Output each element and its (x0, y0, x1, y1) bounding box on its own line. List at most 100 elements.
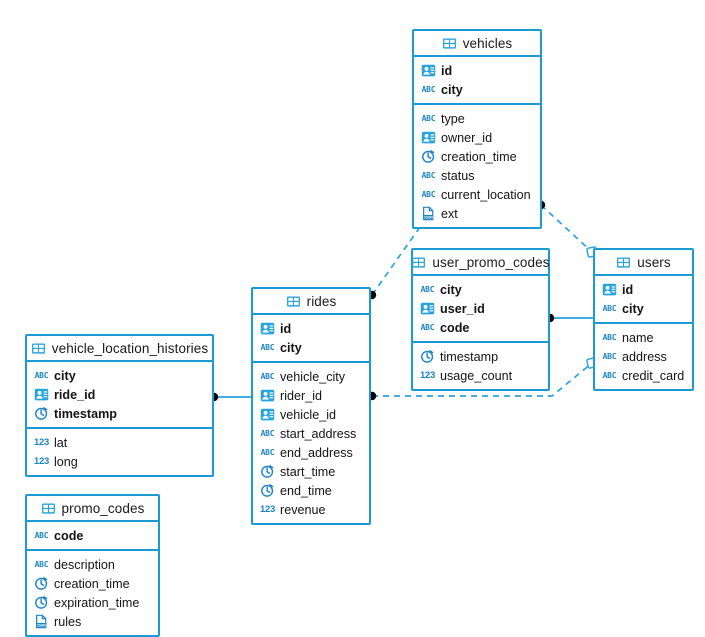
field-name: rider_id (280, 388, 322, 403)
field-name: city (622, 301, 644, 316)
primary-key-field[interactable]: id (595, 280, 692, 299)
entity-header-vehicles[interactable]: vehicles (414, 31, 540, 57)
field-name: credit_card (622, 368, 685, 383)
entity-header-user_promo_codes[interactable]: user_promo_codes (412, 250, 550, 276)
abc-text-icon: ABC (421, 190, 436, 199)
table-grid-icon (616, 255, 631, 270)
entity-title: vehicles (462, 35, 513, 51)
table-grid-icon (31, 341, 46, 356)
relationship-vehicle_location_histories-rides[interactable] (209, 392, 251, 402)
field-name: id (622, 282, 634, 297)
key-id-icon (421, 130, 436, 145)
entity-header-rides[interactable]: rides (253, 289, 369, 315)
abc-text-icon: ABC (260, 372, 275, 381)
field-name: timestamp (54, 406, 117, 421)
abc-text-icon: ABC (260, 343, 275, 352)
field-name: usage_count (440, 368, 513, 383)
column-field[interactable]: rider_id (253, 386, 369, 405)
field-name: name (622, 330, 654, 345)
entity-header-promo_codes[interactable]: promo_codes (27, 496, 158, 522)
abc-text-icon: ABC (420, 285, 435, 294)
entity-title: user_promo_codes (432, 254, 550, 270)
table-grid-icon (286, 294, 301, 309)
column-field[interactable]: creation_time (27, 574, 158, 593)
column-field[interactable]: end_time (253, 481, 369, 500)
primary-key-field[interactable]: timestamp (27, 404, 212, 423)
column-field[interactable]: ABC current_location (414, 185, 540, 204)
field-name: current_location (441, 187, 531, 202)
field-name: revenue (280, 502, 326, 517)
key-id-icon (260, 321, 275, 336)
field-name: code (440, 320, 470, 335)
column-field[interactable]: creation_time (414, 147, 540, 166)
abc-text-icon: ABC (602, 371, 617, 380)
field-name: end_time (280, 483, 332, 498)
123-number-icon: 123 (34, 456, 49, 467)
column-field[interactable]: owner_id (414, 128, 540, 147)
column-field[interactable]: vehicle_id (253, 405, 369, 424)
field-name: end_address (280, 445, 353, 460)
table-grid-icon (41, 501, 56, 516)
column-field[interactable]: start_time (253, 462, 369, 481)
primary-key-field[interactable]: id (253, 319, 369, 338)
column-field[interactable]: expiration_time (27, 593, 158, 612)
key-id-icon (260, 407, 275, 422)
field-name: rules (54, 614, 82, 629)
field-name: ext (441, 206, 458, 221)
key-id-icon (420, 301, 435, 316)
column-field[interactable]: timestamp (413, 347, 548, 366)
field-name: lat (54, 435, 68, 450)
clock-icon (260, 483, 275, 498)
key-id-icon (34, 387, 49, 402)
clock-icon (420, 349, 435, 364)
primary-key-field[interactable]: ride_id (27, 385, 212, 404)
abc-text-icon: ABC (421, 85, 436, 94)
field-name: ride_id (54, 387, 96, 402)
entity-header-vehicle_location_histories[interactable]: vehicle_location_histories (27, 336, 212, 362)
field-name: expiration_time (54, 595, 140, 610)
primary-key-field[interactable]: id (414, 61, 540, 80)
entity-title: promo_codes (61, 500, 145, 516)
svg-text:JSON: JSON (424, 214, 434, 219)
field-name: long (54, 454, 78, 469)
column-field[interactable]: ABC credit_card (595, 366, 692, 385)
relationship-user_promo_codes-users[interactable] (545, 313, 593, 323)
column-field[interactable]: JSON ext (414, 204, 540, 223)
entity-header-users[interactable]: users (595, 250, 692, 276)
column-field[interactable]: 123 long (27, 452, 212, 471)
key-id-icon (602, 282, 617, 297)
entity-title: users (637, 254, 671, 270)
primary-key-field[interactable]: user_id (413, 299, 548, 318)
entity-title: vehicle_location_histories (51, 340, 209, 356)
